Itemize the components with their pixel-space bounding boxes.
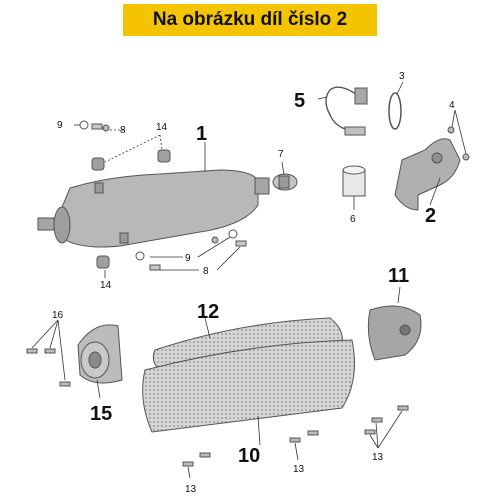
- callout-13-middle: 13: [293, 464, 305, 475]
- callout-13-left: 13: [185, 484, 197, 495]
- callout-3: 3: [399, 71, 405, 82]
- exhaust-bracket: [394, 138, 461, 211]
- cone-end-piece: [77, 324, 123, 384]
- cone-screws: [26, 348, 71, 387]
- callout-10: 10: [238, 445, 260, 467]
- callout-9-upper: 9: [57, 120, 63, 131]
- shield-screws: [182, 405, 409, 467]
- callout-4: 4: [449, 100, 455, 111]
- lambda-sensor: [325, 86, 368, 136]
- bolt-washer-lower: [135, 229, 247, 271]
- exhaust-clamp: [272, 173, 298, 191]
- callout-8-upper: 8: [120, 125, 126, 136]
- callout-12: 12: [197, 301, 219, 323]
- callout-14-lower: 14: [100, 280, 112, 291]
- bolt-washer-upper: [79, 120, 110, 132]
- rubber-bushing-upper: [91, 149, 171, 171]
- callout-1: 1: [196, 123, 207, 145]
- callout-11: 11: [388, 265, 409, 287]
- sleeve-tube: [342, 165, 366, 197]
- callout-14-upper: 14: [156, 122, 168, 133]
- rubber-bushing-lower: [96, 255, 110, 269]
- callout-6: 6: [350, 214, 356, 225]
- callout-16: 16: [52, 310, 64, 321]
- end-cap: [367, 305, 422, 361]
- callout-2: 2: [425, 205, 436, 227]
- callout-15: 15: [90, 403, 112, 425]
- callout-8-lower: 8: [203, 266, 209, 277]
- banner-title: Na obrázku díl číslo 2: [152, 9, 348, 30]
- leader-lines: [31, 81, 467, 479]
- callout-9-lower: 9: [185, 253, 191, 264]
- bracket-bolts: [447, 126, 470, 161]
- callout-7: 7: [278, 149, 284, 160]
- muffler-body: [37, 169, 270, 248]
- callout-13-right: 13: [372, 452, 384, 463]
- heat-shield-lower: [142, 339, 355, 433]
- callout-5: 5: [294, 90, 305, 112]
- sealing-ring: [388, 92, 402, 130]
- title-banner: Na obrázku díl číslo 2: [123, 4, 377, 36]
